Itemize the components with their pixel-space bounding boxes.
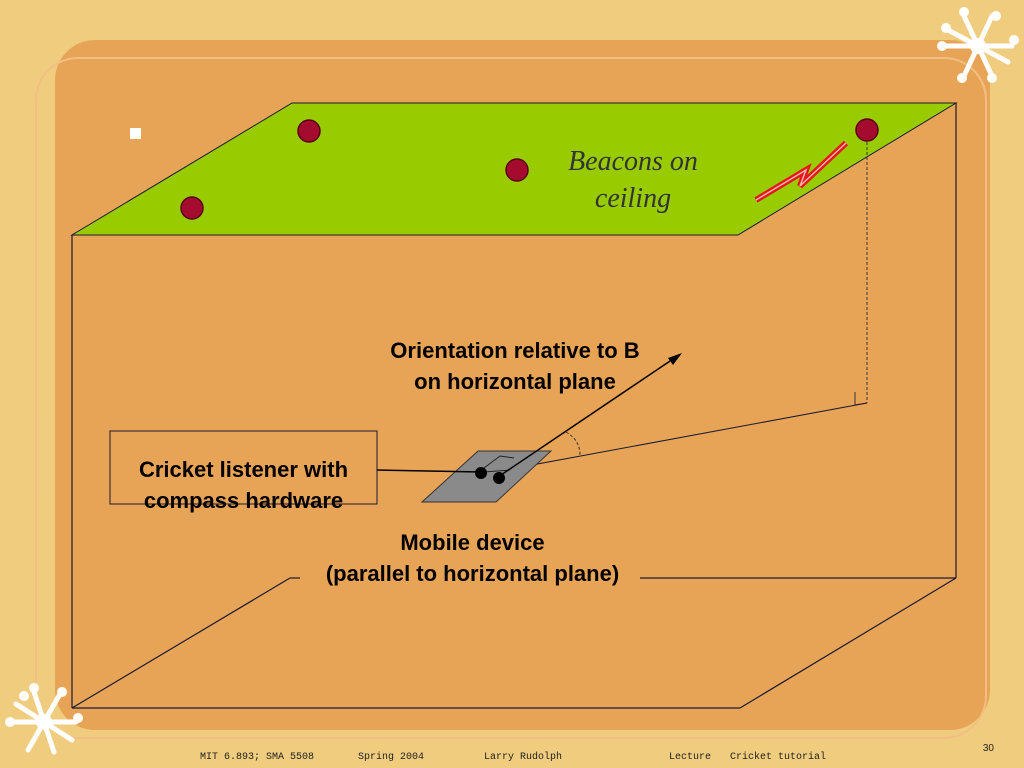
beacon-dot-icon (297, 119, 321, 143)
beacon-dot-icon (180, 196, 204, 220)
listener-label: Cricket listener with compass hardware (110, 454, 377, 516)
page-number: 30 (982, 743, 994, 754)
beacon-dot-icon (855, 118, 879, 142)
listener-pointer (376, 469, 482, 473)
mobile-label-line-1: Mobile device (400, 530, 545, 555)
beacon-dot-icon (505, 158, 529, 182)
angle-arc (565, 431, 581, 456)
footer-type: Lecture (669, 752, 712, 763)
beacons-label-line-1: Beacons on (568, 146, 698, 177)
orientation-label-line-1: Orientation relative to B (390, 338, 640, 363)
arrow-head-icon (668, 353, 682, 365)
listener-label-line-1: Cricket listener with (138, 457, 349, 482)
orientation-label: Orientation relative to B on horizontal … (350, 335, 680, 397)
listener-label-line-2: compass hardware (143, 488, 344, 513)
room-box (71, 103, 957, 709)
mobile-label: Mobile device (parallel to horizontal pl… (270, 527, 675, 589)
starburst-icon (5, 683, 83, 755)
footer-course: MIT 6.893; SMA 5508 (200, 752, 315, 763)
beacons-label: Beacons on ceiling (548, 143, 718, 217)
compass-dot-icon (493, 472, 505, 484)
mobile-label-line-2: (parallel to horizontal plane) (325, 561, 620, 586)
lightning-signal-icon (754, 140, 849, 203)
beacons-label-line-2: ceiling (594, 183, 672, 214)
orientation-arrow (497, 356, 677, 478)
projection-line (504, 402, 868, 471)
beacon-group (180, 118, 879, 220)
orientation-label-line-2: on horizontal plane (414, 369, 616, 394)
footer-author: Larry Rudolph (484, 752, 563, 763)
listener-box (109, 430, 378, 505)
footer-term: Spring 2004 (358, 752, 425, 763)
device-chip (483, 455, 515, 473)
starburst-icon (937, 7, 1019, 83)
footer-topic: Cricket tutorial (730, 752, 827, 763)
listener-dot-icon (475, 467, 487, 479)
square-bullet-icon (130, 128, 141, 139)
